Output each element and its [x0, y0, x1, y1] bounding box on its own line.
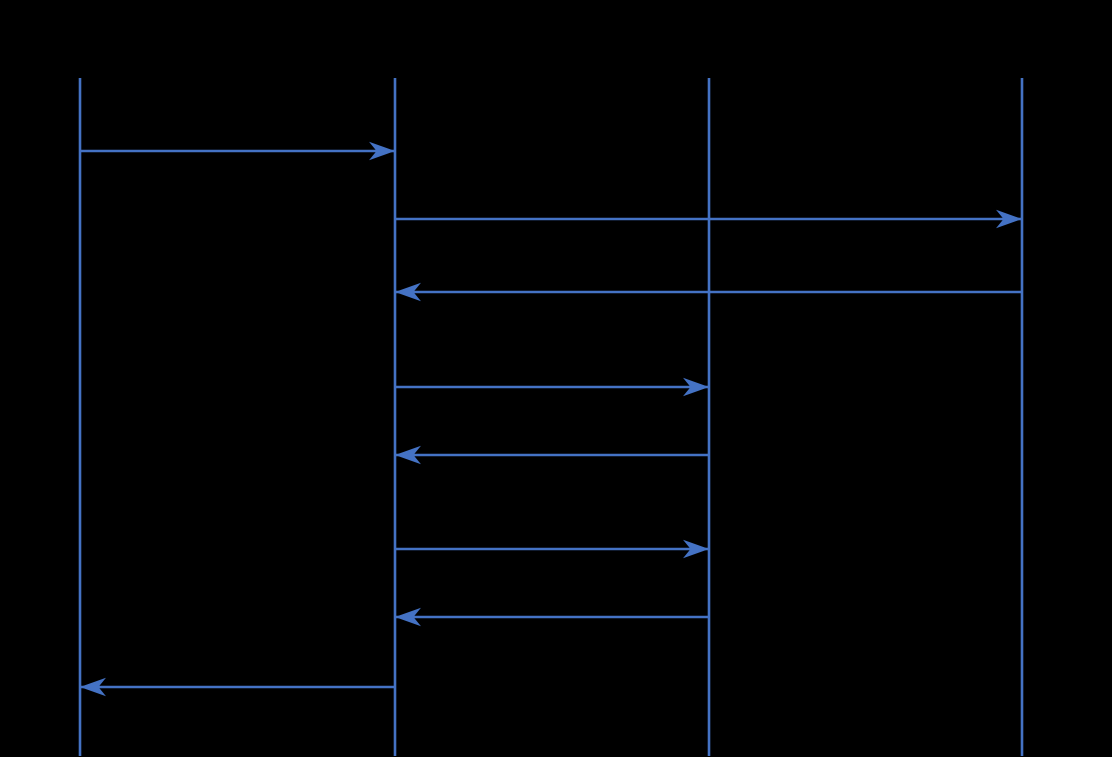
message-layer	[80, 141, 1022, 697]
lifeline-layer	[78, 78, 1024, 756]
